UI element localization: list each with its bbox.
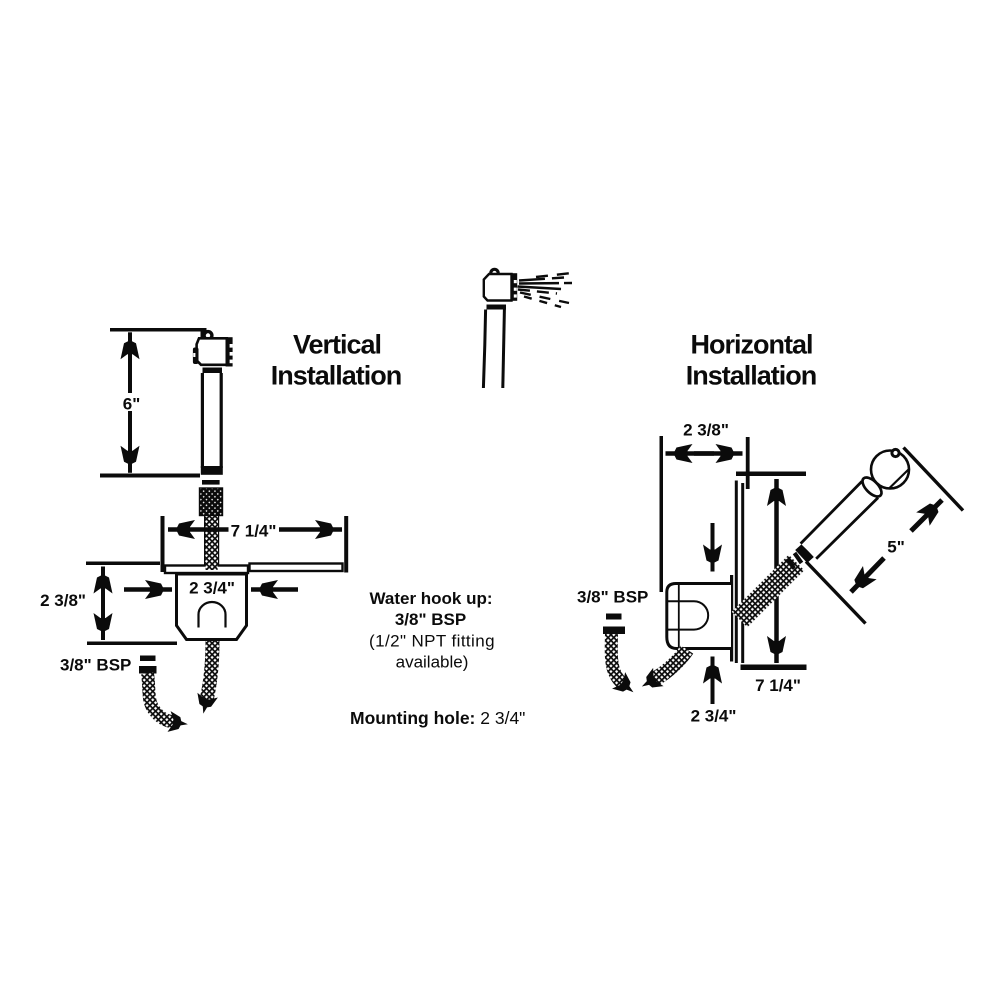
svg-text:5": 5" xyxy=(887,538,905,557)
svg-text:Horizontal: Horizontal xyxy=(691,330,813,360)
svg-text:3/8" BSP: 3/8" BSP xyxy=(60,656,131,675)
svg-text:2 3/4": 2 3/4" xyxy=(189,579,235,598)
svg-text:7 1/4": 7 1/4" xyxy=(231,522,277,541)
svg-text:(1/2" NPT fitting: (1/2" NPT fitting xyxy=(369,632,495,651)
svg-text:available): available) xyxy=(396,653,469,672)
svg-text:2 3/4": 2 3/4" xyxy=(691,707,737,726)
svg-text:Vertical: Vertical xyxy=(293,330,381,360)
svg-text:Installation: Installation xyxy=(271,361,402,391)
svg-text:6": 6" xyxy=(123,395,141,414)
svg-text:3/8" BSP: 3/8" BSP xyxy=(395,610,466,629)
svg-text:Mounting hole: 2 3/4": Mounting hole: 2 3/4" xyxy=(350,708,525,728)
svg-text:Water hook up:: Water hook up: xyxy=(369,589,492,608)
svg-text:7 1/4": 7 1/4" xyxy=(755,676,801,695)
svg-text:Installation: Installation xyxy=(686,361,817,391)
svg-text:2 3/8": 2 3/8" xyxy=(683,421,729,440)
svg-text:3/8" BSP: 3/8" BSP xyxy=(577,588,648,607)
svg-text:2 3/8": 2 3/8" xyxy=(40,591,86,610)
